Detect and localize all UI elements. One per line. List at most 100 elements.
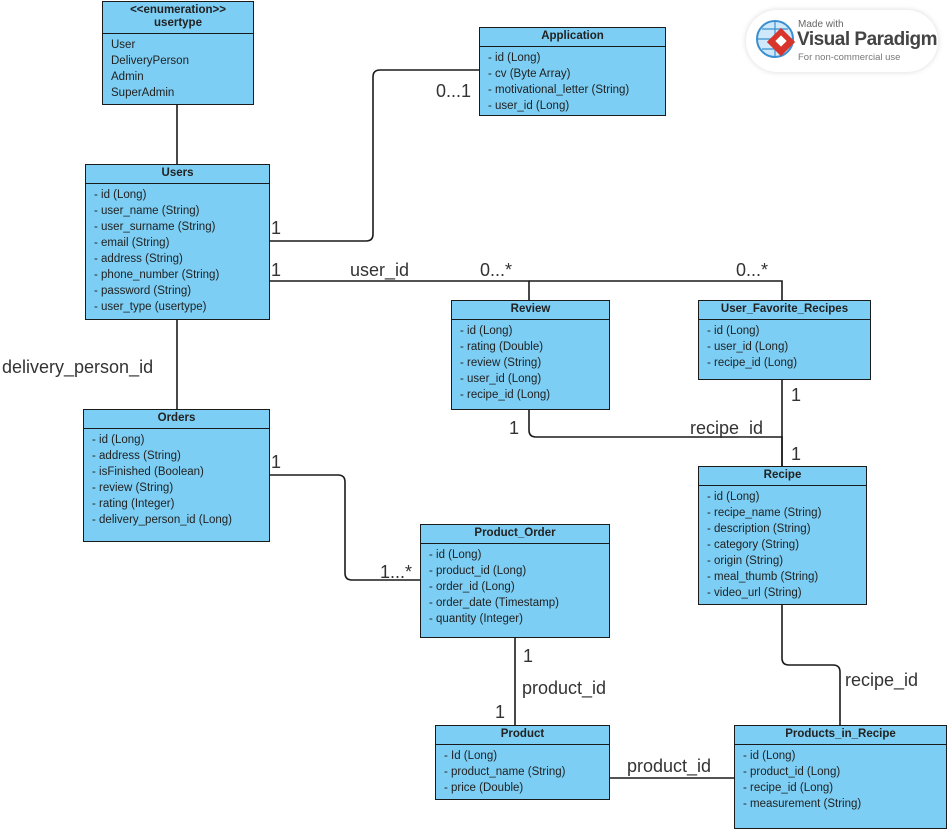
class-attribute: - quantity (Integer) xyxy=(429,613,523,625)
class-attribute: - user_id (Long) xyxy=(488,100,570,112)
class-attribute: - address (String) xyxy=(94,253,183,265)
class-application[interactable]: Application- id (Long) - cv (Byte Array) -… xyxy=(479,27,666,116)
class-attributes: - id (Long)- product_id (Long)- recipe_i… xyxy=(735,745,946,816)
class-attributes: - id (Long)- product_id (Long)- order_id… xyxy=(421,544,609,631)
class-attribute: - order_date (Timestamp) xyxy=(429,597,559,609)
recipe-productsinrecipe-line xyxy=(781,605,841,725)
multiplicity-label: 1 xyxy=(523,646,534,666)
class-attribute: - id (Long) xyxy=(707,325,760,337)
multiplicity-label: 1 xyxy=(791,385,802,405)
review-recipe-line xyxy=(528,410,783,466)
class-header: Products_in_Recipe xyxy=(735,726,946,745)
class-attribute: - origin (String) xyxy=(707,555,784,567)
class-header: Review xyxy=(452,301,609,320)
class-attribute: - description (String) xyxy=(707,523,811,535)
multiplicity-label: 0...1 xyxy=(436,81,472,101)
class-attribute: - delivery_person_id (Long) xyxy=(92,514,232,526)
class-attribute: - recipe_id (Long) xyxy=(743,782,834,794)
class-name: usertype xyxy=(154,17,202,29)
users-application-line xyxy=(270,69,479,242)
class-ufr[interactable]: User_Favorite_Recipes - id (Long) - user_i… xyxy=(698,300,871,380)
class-attribute: - product_id (Long) xyxy=(743,766,841,778)
class-attribute: - user_type (usertype) xyxy=(94,301,207,313)
class-name: Review xyxy=(510,303,551,315)
class-name: User_Favorite_Recipes xyxy=(720,303,849,315)
class-header: Users xyxy=(86,165,269,184)
class-attribute: - recipe_id (Long) xyxy=(707,357,798,369)
class-orders[interactable]: Orders - id (Long) - address (String) - isF… xyxy=(83,409,270,542)
watermark-line3: For non-commercial use xyxy=(798,52,901,63)
class-name: Recipe xyxy=(763,469,802,481)
multiplicity-label: 1...* xyxy=(380,562,413,582)
class-header: Application xyxy=(480,28,665,47)
class-attribute: User xyxy=(111,39,136,51)
multiplicity-label: 1 xyxy=(791,444,802,464)
watermark-line2: Visual Paradigm xyxy=(797,29,938,50)
class-attribute: - rating (Double) xyxy=(460,341,544,353)
class-attribute: SuperAdmin xyxy=(111,87,175,99)
class-product[interactable]: Product- Id (Long) - product_name (String… xyxy=(435,725,610,800)
class-name: <<enumeration>> xyxy=(130,4,226,16)
class-attribute: - id (Long) xyxy=(94,189,147,201)
class-attribute: - price (Double) xyxy=(444,782,524,794)
class-users[interactable]: Users - id (Long) - user_name (String) - us… xyxy=(85,164,270,320)
class-review[interactable]: Review - id (Long) - rating (Double) - revi… xyxy=(451,300,610,410)
class-name: Product xyxy=(500,728,545,740)
class-attribute: - id (Long) xyxy=(707,491,760,503)
class-attribute: - user_name (String) xyxy=(94,205,200,217)
class-attribute: - review (String) xyxy=(460,357,542,369)
multiplicity-label: 1 xyxy=(271,218,282,238)
class-attribute: - meal_thumb (String) xyxy=(707,571,819,583)
class-name: Application xyxy=(541,30,604,42)
class-attributes: - id (Long)- user_name (String)- user_su… xyxy=(86,184,269,319)
orders-productorder-line xyxy=(270,474,420,581)
class-attribute: - recipe_name (String) xyxy=(707,507,822,519)
class-porder[interactable]: Product_Order - id (Long)- product_id (Lo… xyxy=(420,524,610,638)
class-attribute: - password (String) xyxy=(94,285,192,297)
class-header: <<enumeration>>usertype xyxy=(103,2,253,34)
class-header: Recipe xyxy=(699,467,866,486)
class-attribute: - cv (Byte Array) xyxy=(488,68,571,80)
multiplicity-label: 1 xyxy=(509,418,520,438)
class-attributes: - id (Long) - user_id (Long) - recipe_id (… xyxy=(699,320,870,375)
multiplicity-label: 1 xyxy=(495,702,506,722)
role-label: recipe_id xyxy=(690,418,764,438)
users-favorites-line xyxy=(529,280,783,300)
globe-logo-icon xyxy=(756,20,796,58)
class-header: Product xyxy=(436,726,609,745)
class-attributes: - id (Long)- cv (Byte Array)- motivation… xyxy=(480,47,665,118)
class-attribute: - product_id (Long) xyxy=(429,565,527,577)
class-attribute: - user_id (Long) xyxy=(460,373,542,385)
class-attribute: - id (Long) xyxy=(488,52,541,64)
class-attribute: - id (Long) xyxy=(92,434,145,446)
class-name: Product_Order xyxy=(474,527,556,539)
class-attributes: - id (Long) - rating (Double) - review (St… xyxy=(452,320,609,407)
class-attribute: - measurement (String) xyxy=(743,798,862,810)
class-header: Orders xyxy=(84,410,269,429)
class-name: Orders xyxy=(157,412,196,424)
class-attributes: - id (Long) - address (String) - isFinishe… xyxy=(84,429,269,532)
class-attribute: - recipe_id (Long) xyxy=(460,389,551,401)
class-attributes: - id (Long) - recipe_name (String) - descr… xyxy=(699,486,866,605)
class-attribute: - Id (Long) xyxy=(444,750,498,762)
class-attribute: - rating (Integer) xyxy=(92,498,175,510)
class-attribute: - isFinished (Boolean) xyxy=(92,466,204,478)
class-recipe[interactable]: Recipe- id (Long)- recipe_name (String)-… xyxy=(698,466,867,605)
role-label: recipe_id xyxy=(845,670,919,690)
multiplicity-label: 1 xyxy=(271,452,282,472)
class-attributes: - Id (Long) - product_name (String) - pric… xyxy=(436,745,609,800)
class-name: Products_in_Recipe xyxy=(785,728,896,740)
class-attribute: - product_name (String) xyxy=(444,766,566,778)
class-pir[interactable]: Products_in_Recipe - id (Long)- product_i… xyxy=(734,725,947,829)
class-attribute: - id (Long) xyxy=(460,325,513,337)
class-header: Product_Order xyxy=(421,525,609,544)
class-attribute: - email (String) xyxy=(94,237,170,249)
class-attribute: - user_id (Long) xyxy=(707,341,789,353)
class-attribute: Admin xyxy=(111,71,144,83)
role-label: product_id xyxy=(627,756,712,776)
class-attribute: - address (String) xyxy=(92,450,181,462)
multiplicity-label: 0...* xyxy=(480,260,513,280)
